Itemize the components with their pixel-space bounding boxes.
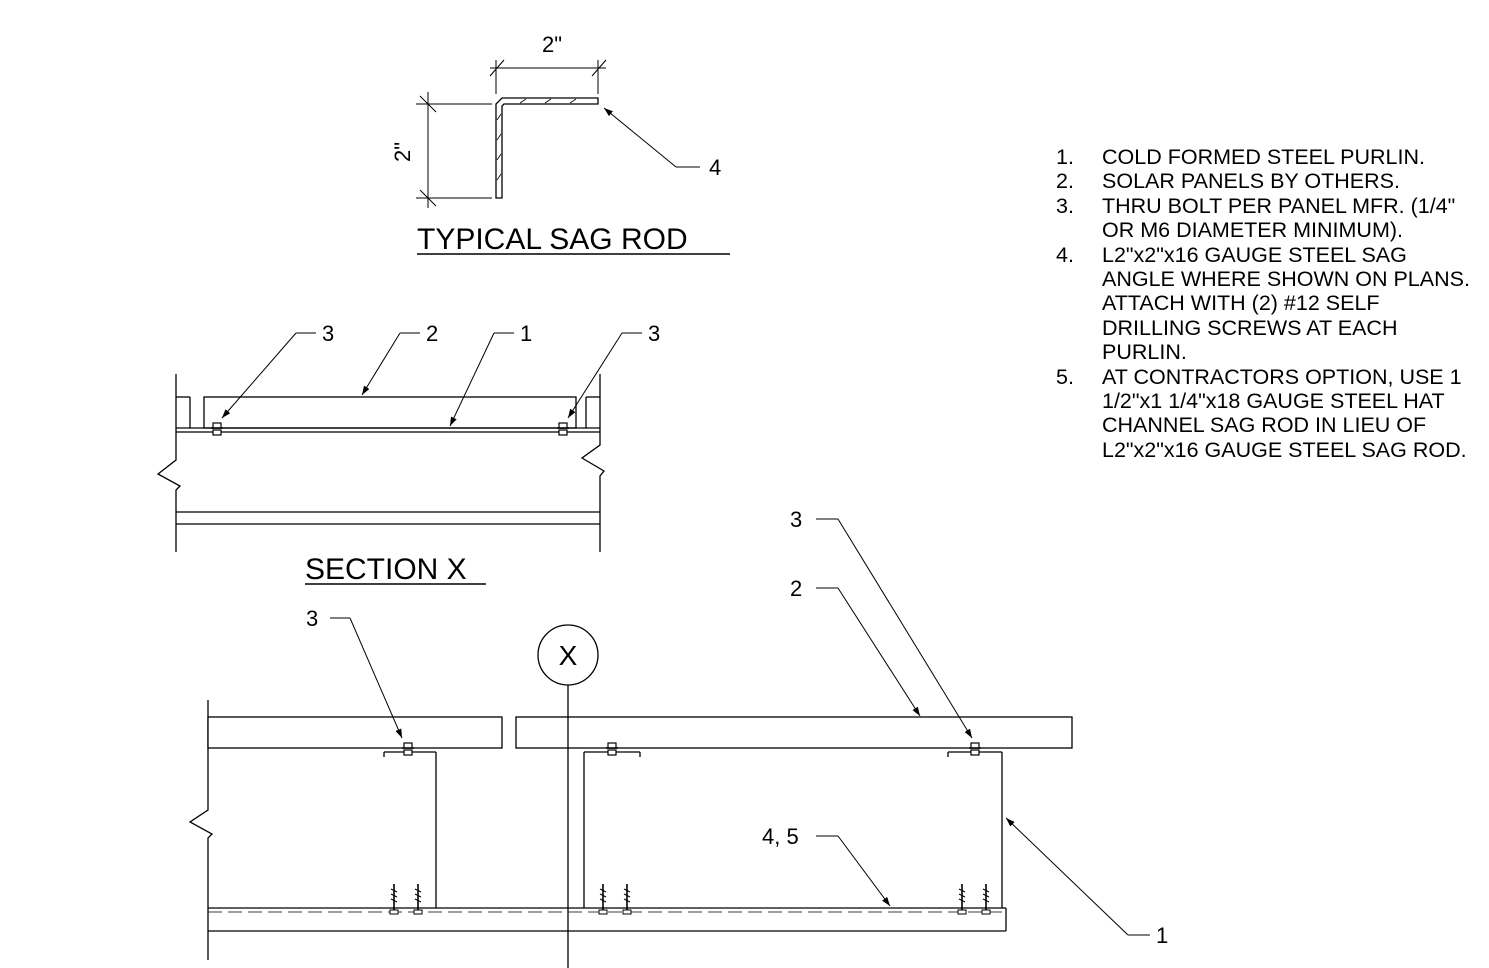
sag-rod-dim-horizontal: 2" <box>542 32 562 57</box>
plan-callout-3-right: 3 <box>790 507 802 532</box>
plan-bolt-right <box>968 742 982 756</box>
note-text: SOLAR PANELS BY OTHERS. <box>1102 169 1400 194</box>
section-callout-3-left: 3 <box>322 321 334 346</box>
note-item: 3. THRU BOLT PER PANEL MFR. (1/4" OR M6 … <box>1056 194 1476 243</box>
note-item: 1. COLD FORMED STEEL PURLIN. <box>1056 145 1476 169</box>
sag-rod-detail <box>416 59 730 255</box>
plan-bolt-left <box>401 742 415 756</box>
sag-rod-callout-4: 4 <box>709 155 721 180</box>
section-bolt-left <box>210 422 224 436</box>
screw <box>598 883 608 915</box>
general-notes: 1. COLD FORMED STEEL PURLIN. 2. SOLAR PA… <box>1056 145 1476 462</box>
plan-bolt-mid <box>605 742 619 756</box>
section-marker-x: X <box>559 640 578 671</box>
note-item: 2. SOLAR PANELS BY OTHERS. <box>1056 169 1476 193</box>
section-bolt-right <box>556 422 570 436</box>
section-callout-3-right: 3 <box>648 321 660 346</box>
screw <box>957 883 967 915</box>
screw <box>389 883 399 915</box>
note-text: AT CONTRACTORS OPTION, USE 1 1/2"x1 1/4"… <box>1102 364 1467 462</box>
note-number: 1. <box>1056 145 1074 169</box>
sag-rod-dim-vertical: 2" <box>390 142 415 162</box>
screw <box>981 883 991 915</box>
sag-rod-title: TYPICAL SAG ROD <box>417 223 688 256</box>
plan-callout-4-5: 4, 5 <box>762 824 799 849</box>
note-text: COLD FORMED STEEL PURLIN. <box>1102 145 1425 169</box>
note-text: L2"x2"x16 GAUGE STEEL SAG ANGLE WHERE SH… <box>1102 242 1470 365</box>
note-number: 2. <box>1056 169 1074 194</box>
note-number: 5. <box>1056 364 1074 389</box>
plan-callout-1: 1 <box>1156 923 1168 948</box>
screw <box>622 883 632 915</box>
note-number: 4. <box>1056 242 1074 267</box>
plan-callout-2: 2 <box>790 576 802 601</box>
note-text: THRU BOLT PER PANEL MFR. (1/4" OR M6 DIA… <box>1102 193 1456 243</box>
plan-callout-3-left: 3 <box>306 606 318 631</box>
section-x-title: SECTION X <box>305 553 467 586</box>
note-number: 3. <box>1056 193 1074 218</box>
section-callout-1: 1 <box>520 321 532 346</box>
plan-view <box>188 518 1150 968</box>
section-x-detail <box>156 332 642 585</box>
screw <box>413 883 423 915</box>
section-callout-2: 2 <box>426 321 438 346</box>
note-item: 4. L2"x2"x16 GAUGE STEEL SAG ANGLE WHERE… <box>1056 243 1476 365</box>
note-item: 5. AT CONTRACTORS OPTION, USE 1 1/2"x1 1… <box>1056 365 1476 463</box>
